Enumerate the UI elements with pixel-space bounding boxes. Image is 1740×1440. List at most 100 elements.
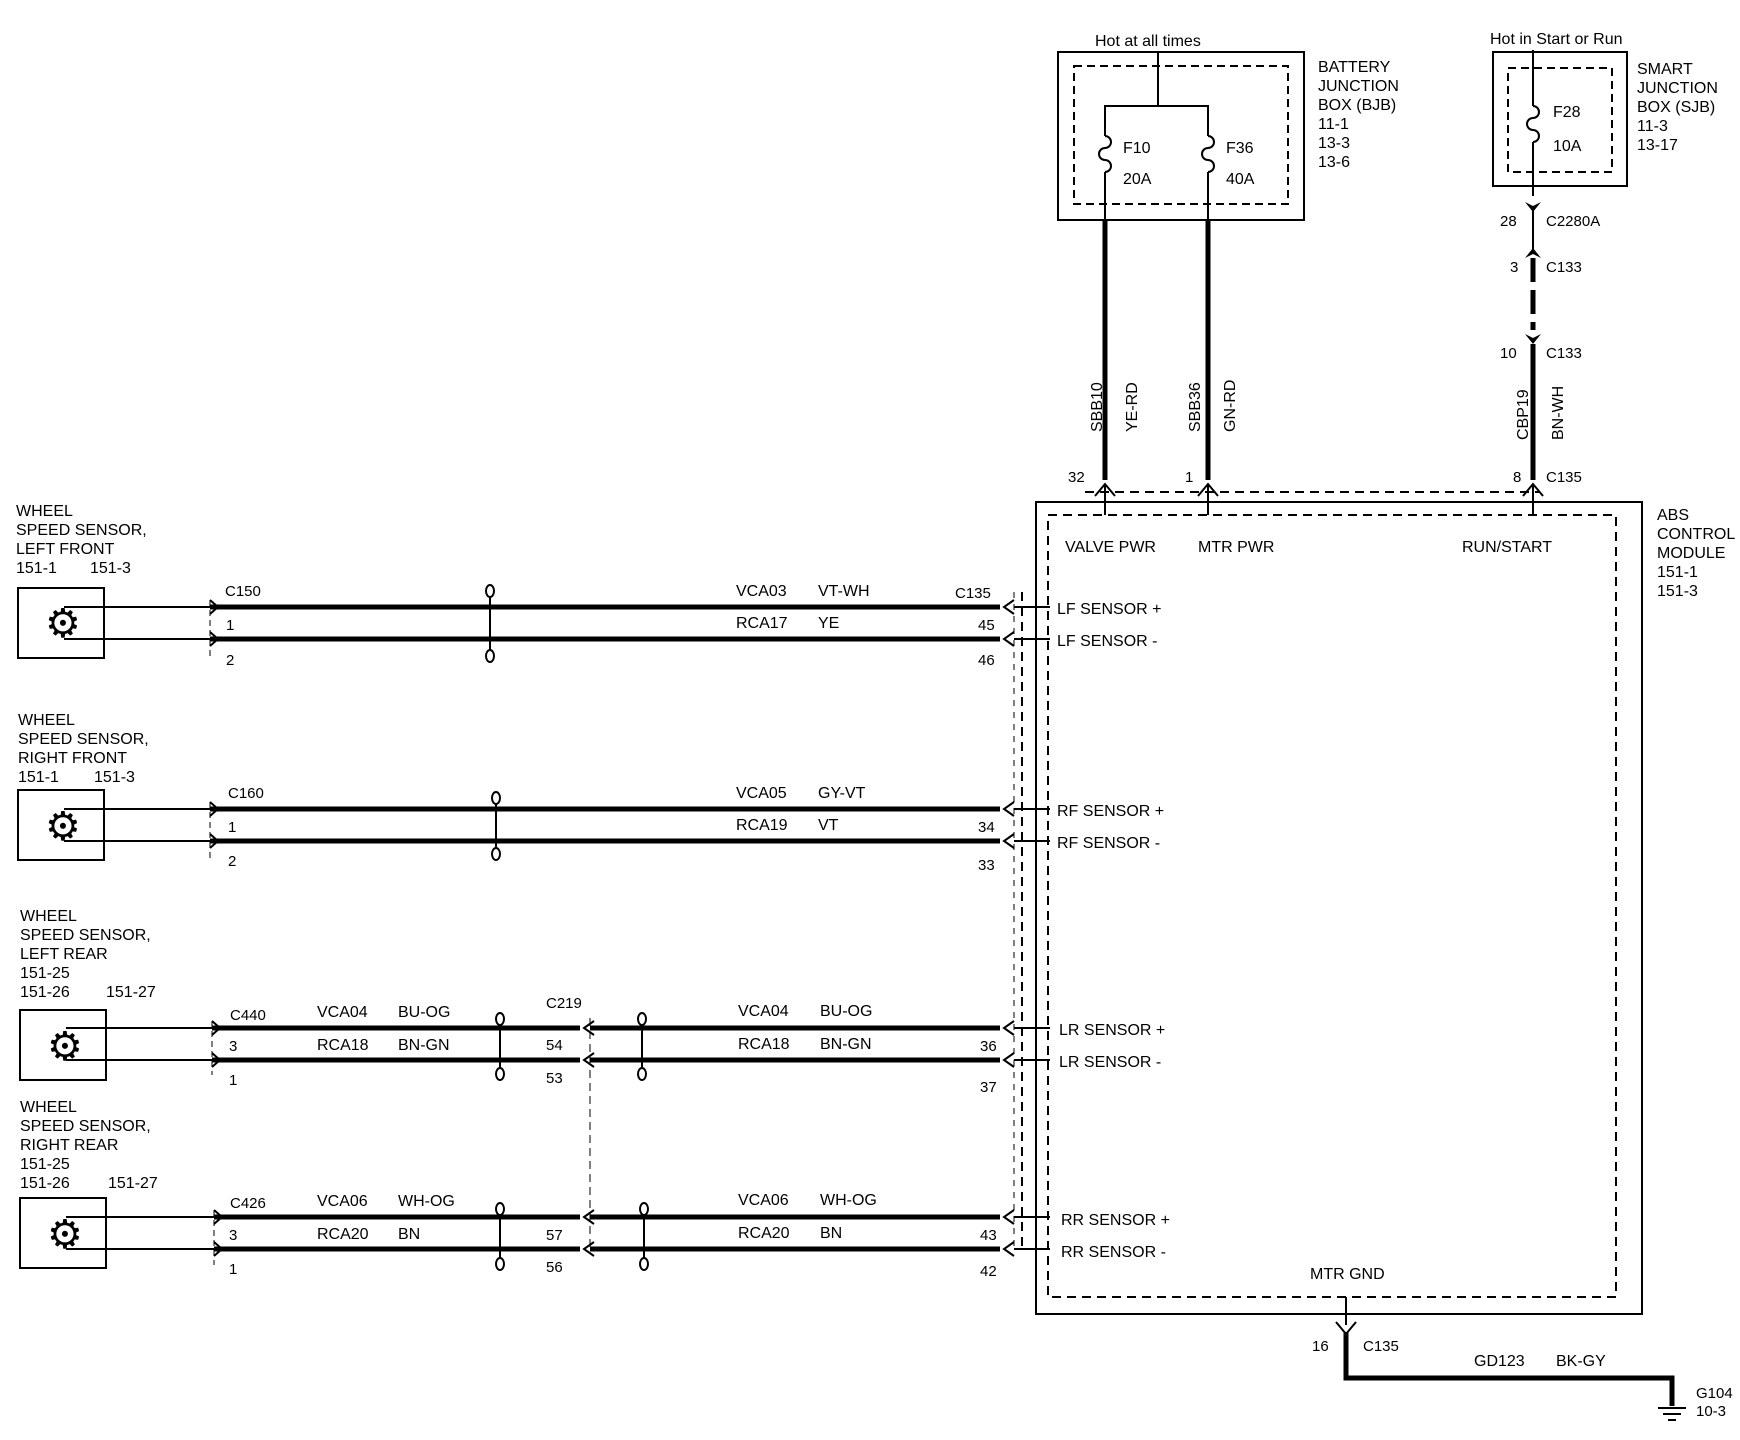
rr-near-circuit-1: VCA06	[317, 1193, 368, 1210]
bjb-supply-note: Hot at all times	[1095, 33, 1201, 50]
lr-sensor-body	[19, 1009, 107, 1081]
lr-inline-connector: C219	[546, 995, 582, 1012]
rf-sensor-plus-label: RF SENSOR +	[1057, 803, 1164, 820]
module-pin-32: 32	[1068, 469, 1085, 486]
abs-name-4: 151-1	[1657, 564, 1698, 581]
sensor-right-rear: WHEEL SPEED SENSOR, RIGHT REAR 151-25 15…	[19, 1099, 1050, 1280]
rr-title-4: 151-25	[20, 1156, 70, 1173]
lr-circuit-2: RCA18	[738, 1036, 790, 1053]
fuse-f10-rating: 20A	[1123, 171, 1152, 188]
lf-color-1: VT-WH	[818, 583, 870, 600]
bjb-name-5: 13-3	[1318, 135, 1350, 152]
lr-title-4: 151-25	[20, 965, 70, 982]
lf-sensor-plus-label: LF SENSOR +	[1057, 601, 1161, 618]
fuse-f10-symbol	[1098, 135, 1112, 173]
rf-sensor-minus-label: RF SENSOR -	[1057, 835, 1160, 852]
lf-module-pin-45: 45	[978, 617, 995, 634]
ground-circuit: 16 C135 GD123 BK-GY G104 10-3	[1312, 1297, 1733, 1421]
rr-ref-1: 151-26	[20, 1175, 70, 1192]
lr-twisted-pair-near	[495, 1012, 505, 1026]
fuse-f36-rating: 40A	[1226, 171, 1255, 188]
sensor-left-rear: WHEEL SPEED SENSOR, LEFT REAR 151-25 151…	[19, 908, 1050, 1250]
c219-chevron-1	[582, 1020, 595, 1036]
rr-twisted-pair-far	[639, 1202, 649, 1216]
wire-gd123-circuit: GD123	[1474, 1353, 1525, 1370]
rr-color-2: BN	[820, 1225, 842, 1242]
wire-sbb36-circuit: SBB36	[1187, 382, 1204, 432]
lr-near-circuit-1: VCA04	[317, 1004, 368, 1021]
sensor-left-front: WHEEL SPEED SENSOR, LEFT FRONT 151-1 151…	[16, 503, 1050, 669]
lf-module-connector: C135	[955, 585, 991, 602]
bjb-name-1: BATTERY	[1318, 59, 1391, 76]
abs-module-outline	[1035, 501, 1643, 1315]
lr-near-circuit-2: RCA18	[317, 1037, 369, 1054]
wire-sbb10-color: YE-RD	[1124, 382, 1141, 432]
fuse-f28-id: F28	[1553, 104, 1581, 121]
lr-color-2: BN-GN	[820, 1036, 872, 1053]
rf-color-1: GY-VT	[818, 785, 866, 802]
rr-near-color-1: WH-OG	[398, 1193, 455, 1210]
lr-near-color-2: BN-GN	[398, 1037, 450, 1054]
lr-inline-pin-53: 53	[546, 1070, 563, 1087]
rf-pin-2: 2	[228, 853, 236, 870]
bjb-name-6: 13-6	[1318, 154, 1350, 171]
rr-near-color-2: BN	[398, 1226, 420, 1243]
rr-ref-2: 151-27	[108, 1175, 158, 1192]
lr-circuit-1: VCA04	[738, 1003, 789, 1020]
sjb-name-3: BOX (SJB)	[1637, 99, 1715, 116]
ground-point-page: 10-3	[1696, 1403, 1726, 1420]
rf-ref-1: 151-1	[18, 769, 59, 786]
smart-junction-box: Hot in Start or Run F28 10A SMART JUNCTI…	[1490, 31, 1718, 187]
rr-title-1: WHEEL	[20, 1099, 77, 1116]
sjb-conn-c133-b: C133	[1546, 345, 1582, 362]
rf-sensor-body	[17, 789, 105, 861]
rf-ref-2: 151-3	[94, 769, 135, 786]
sensor-right-front: WHEEL SPEED SENSOR, RIGHT FRONT 151-1 15…	[17, 712, 1050, 874]
sjb-conn-c2280a: C2280A	[1546, 213, 1600, 230]
rr-pin-3: 3	[229, 1227, 237, 1244]
lr-ref-2: 151-27	[106, 984, 156, 1001]
mtr-gnd-label: MTR GND	[1310, 1266, 1385, 1283]
lr-module-pin-36: 36	[980, 1038, 997, 1055]
sjb-outline	[1492, 51, 1628, 187]
rr-gear-icon: ⚙	[47, 1213, 83, 1257]
lf-sensor-body	[17, 587, 105, 659]
bjb-inner-outline	[1073, 65, 1289, 205]
lf-ref-1: 151-1	[16, 560, 57, 577]
module-pin-8: 8	[1513, 469, 1521, 486]
lf-pin-2: 2	[226, 652, 234, 669]
fuse-f28-rating: 10A	[1553, 138, 1582, 155]
sjb-conn-pin-10: 10	[1500, 345, 1517, 362]
lr-connector: C440	[230, 1007, 266, 1024]
lr-ref-1: 151-26	[20, 984, 70, 1001]
lr-pin-1: 1	[229, 1072, 237, 1089]
c219-chevron-2	[582, 1052, 595, 1068]
rf-pin-1: 1	[228, 819, 236, 836]
rf-module-pin-34: 34	[978, 819, 995, 836]
rr-module-pin-42: 42	[980, 1263, 997, 1280]
rf-connector: C160	[228, 785, 264, 802]
rr-pin-1: 1	[229, 1261, 237, 1278]
run-start-label: RUN/START	[1462, 539, 1552, 556]
battery-junction-box: Hot at all times F10 20A F36 40A BATTERY…	[1057, 33, 1399, 221]
rr-connector: C426	[230, 1195, 266, 1212]
fuse-f10-id: F10	[1123, 140, 1151, 157]
sjb-conn-c133-a: C133	[1546, 259, 1582, 276]
lf-circuit-1: VCA03	[736, 583, 787, 600]
lf-title-1: WHEEL	[16, 503, 73, 520]
bjb-name-2: JUNCTION	[1318, 78, 1399, 95]
rf-color-2: VT	[818, 817, 839, 834]
lf-pin-1: 1	[226, 617, 234, 634]
sjb-conn-pin-3: 3	[1510, 259, 1518, 276]
rr-near-circuit-2: RCA20	[317, 1226, 369, 1243]
wire-cbp19-circuit: CBP19	[1515, 389, 1532, 440]
sjb-name-1: SMART	[1637, 61, 1693, 78]
ground-point-id: G104	[1696, 1385, 1733, 1402]
rr-circuit-1: VCA06	[738, 1192, 789, 1209]
sjb-name-5: 13-17	[1637, 137, 1678, 154]
bjb-name-3: BOX (BJB)	[1318, 97, 1396, 114]
wire-gd123	[1343, 1332, 1675, 1406]
abs-name-3: MODULE	[1657, 545, 1725, 562]
rr-inline-pin-57: 57	[546, 1227, 563, 1244]
